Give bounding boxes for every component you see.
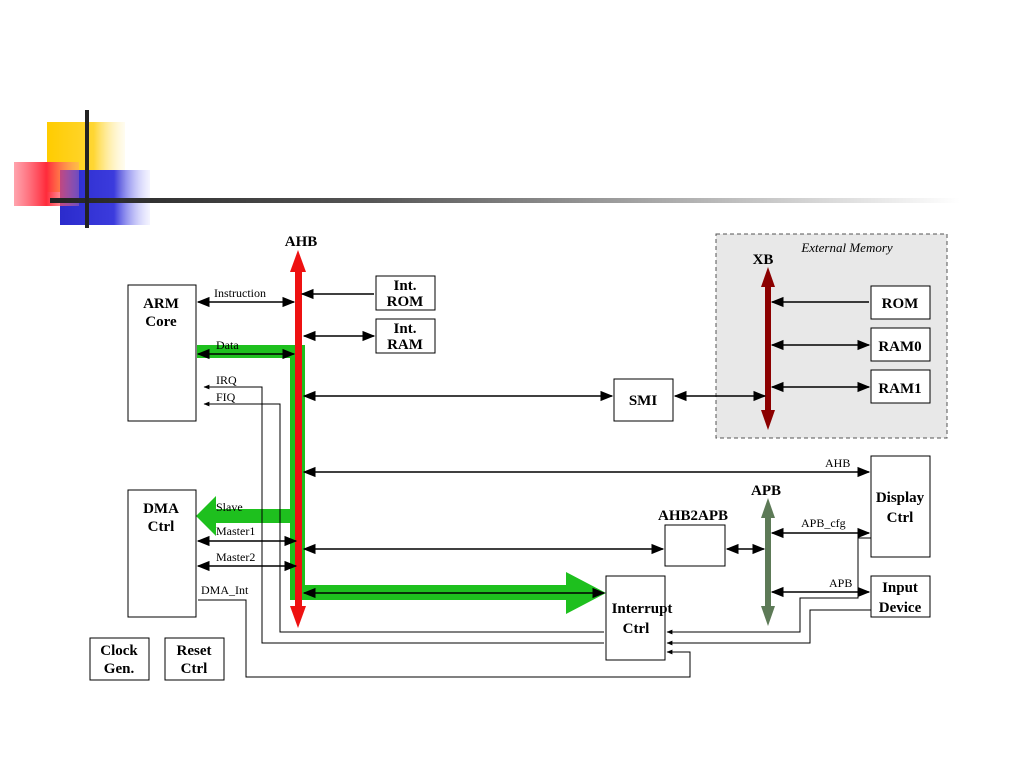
xb-bus-label: XB	[753, 252, 774, 268]
vertical-rule	[85, 110, 89, 228]
rom-block: ROM	[870, 285, 931, 320]
svg-text:ROM: ROM	[882, 296, 919, 312]
dma-highlight-path	[196, 345, 606, 614]
master1-label: Master1	[216, 524, 255, 538]
data-label: Data	[216, 338, 239, 352]
irq-wire	[203, 384, 604, 644]
svg-text:Ctrl: Ctrl	[181, 661, 208, 677]
svg-text:Ctrl: Ctrl	[887, 510, 914, 526]
int-rom-block: Int. ROM	[375, 275, 436, 311]
input-int-wire	[666, 609, 871, 646]
svg-text:Input: Input	[882, 580, 918, 596]
svg-text:SMI: SMI	[629, 393, 658, 409]
instruction-label: Instruction	[214, 286, 266, 300]
interrupt-ctrl-block: Interrupt Ctrl	[605, 575, 673, 661]
display-ctrl-block: Display Ctrl	[870, 455, 931, 558]
svg-text:Display: Display	[876, 490, 925, 506]
svg-text:Reset: Reset	[177, 643, 212, 659]
clock-gen-block: Clock Gen.	[89, 637, 150, 681]
svg-text:Device: Device	[879, 600, 922, 616]
ahb2apb-label: AHB2APB	[658, 508, 728, 524]
svg-text:Clock: Clock	[100, 643, 138, 659]
fiq-wire	[203, 401, 604, 633]
apb-bus-label: APB	[751, 483, 781, 499]
display-int-wire	[666, 537, 871, 635]
svg-text:ARM: ARM	[143, 296, 179, 312]
apb-input-label: APB	[829, 576, 852, 590]
irq-label: IRQ	[216, 373, 237, 387]
dma-int-wire	[198, 599, 691, 678]
apb-bus: APB	[751, 483, 781, 626]
ahb-bus-label: AHB	[285, 234, 318, 250]
svg-text:Int.: Int.	[394, 278, 417, 294]
arm-core-block: ARM Core	[127, 284, 197, 422]
input-device-block: Input Device	[870, 575, 931, 618]
svg-text:Gen.: Gen.	[104, 661, 135, 677]
interrupt-wiring	[198, 384, 871, 678]
svg-text:Ctrl: Ctrl	[148, 519, 175, 535]
ram0-block: RAM0	[870, 327, 931, 362]
svg-text:Ctrl: Ctrl	[623, 621, 650, 637]
int-ram-block: Int. RAM	[375, 318, 436, 354]
slave-label: Slave	[216, 500, 243, 514]
svg-text:ROM: ROM	[387, 294, 424, 310]
fiq-label: FIQ	[216, 390, 236, 404]
slide-decoration	[14, 110, 960, 228]
svg-text:Interrupt: Interrupt	[612, 601, 673, 617]
ahb-display-label: AHB	[825, 456, 850, 470]
ahb-bus: AHB	[285, 234, 318, 628]
smi-block: SMI	[613, 378, 674, 422]
xb-bus: XB	[753, 252, 775, 430]
ahb2apb-block: AHB2APB	[658, 508, 728, 567]
svg-text:RAM: RAM	[387, 337, 423, 353]
ram1-block: RAM1	[870, 369, 931, 404]
svg-text:DMA: DMA	[143, 501, 179, 517]
svg-text:RAM1: RAM1	[878, 381, 921, 397]
external-memory-label: External Memory	[800, 240, 893, 255]
master2-label: Master2	[216, 550, 255, 564]
svg-text:Core: Core	[145, 314, 177, 330]
dma-ctrl-block: DMA Ctrl	[127, 489, 197, 618]
header-rule	[50, 198, 960, 203]
svg-text:Int.: Int.	[394, 321, 417, 337]
svg-text:RAM0: RAM0	[878, 339, 921, 355]
dma-int-label: DMA_Int	[201, 583, 249, 597]
reset-ctrl-block: Reset Ctrl	[164, 637, 225, 681]
apb-cfg-label: APB_cfg	[801, 516, 846, 530]
